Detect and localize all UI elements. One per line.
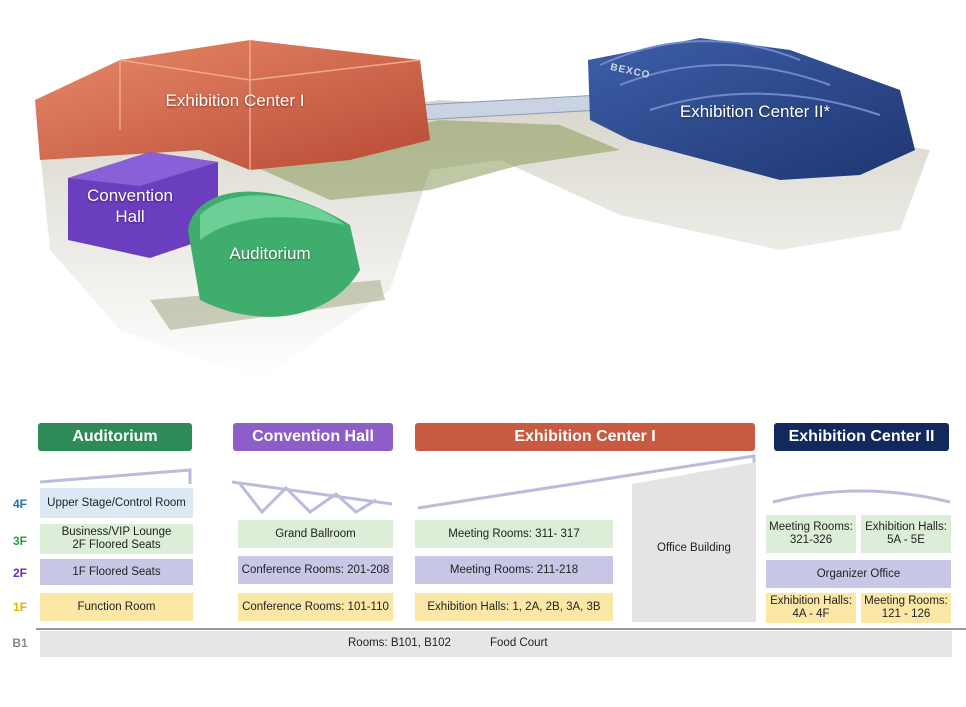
ec2-roof-arcs xyxy=(599,40,881,116)
b1-floor xyxy=(40,631,952,657)
convention-3f: Grand Ballroom xyxy=(238,520,393,548)
map-label-ec1: Exhibition Center I xyxy=(165,91,305,110)
ec2-3f-exhibition-halls: Exhibition Halls: 5A - 5E xyxy=(861,515,951,553)
convention-top xyxy=(68,152,218,186)
ec2-building xyxy=(588,38,915,180)
auditorium-4f: Upper Stage/Control Room xyxy=(40,488,193,518)
ec1-2f: Meeting Rooms: 211-218 xyxy=(415,556,613,584)
ec2-1f-right-line1: Meeting Rooms: xyxy=(864,595,948,607)
floor-label-b1: B1 xyxy=(12,636,28,650)
ec2-3f-meeting-rooms: Meeting Rooms: 321-326 xyxy=(766,515,856,553)
ec2-1f-exhibition-halls: Exhibition Halls: 4A - 4F xyxy=(766,593,856,623)
map-label-auditorium: Auditorium xyxy=(229,244,311,263)
auditorium-3f-line1: Business/VIP Lounge xyxy=(61,526,172,538)
ec2-3f-right-line1: Exhibition Halls: xyxy=(865,521,947,533)
ec2-3f-left-line1: Meeting Rooms: xyxy=(769,521,853,533)
auditorium-2f: 1F Floored Seats xyxy=(40,559,193,585)
map-label-convention: Convention Hall xyxy=(80,185,180,227)
floor-label-4f: 4F xyxy=(12,497,27,511)
ec2-3f-left-line2: 321-326 xyxy=(789,534,833,546)
auditorium-1f: Function Room xyxy=(40,593,193,621)
header-convention-hall: Convention Hall xyxy=(233,423,393,451)
ec1-office-building: Office Building xyxy=(657,541,731,554)
ec2-3f-right-line2: 5A - 5E xyxy=(887,534,925,546)
auditorium-3f-line2: 2F Floored Seats xyxy=(72,539,161,551)
ec1-3f: Meeting Rooms: 311- 317 xyxy=(415,520,613,548)
map-label-convention-line2: Hall xyxy=(115,207,145,226)
convention-2f: Conference Rooms: 201-208 xyxy=(238,556,393,584)
auditorium-roof xyxy=(39,468,192,484)
ec2-1f-left-line2: 4A - 4F xyxy=(792,608,830,620)
office-building-shape xyxy=(632,462,756,622)
floor-label-3f: 3F xyxy=(12,534,27,548)
b1-food-court: Food Court xyxy=(490,637,548,649)
ec2-1f-right-line2: 121 - 126 xyxy=(881,608,931,620)
ec1-1f: Exhibition Halls: 1, 2A, 2B, 3A, 3B xyxy=(415,593,613,621)
auditorium-top xyxy=(200,195,345,240)
map-label-ec2: Exhibition Center II* xyxy=(679,102,831,121)
ec1-roof-lines xyxy=(119,40,421,170)
floor-label-2f: 2F xyxy=(12,566,27,580)
ec2-roof xyxy=(772,489,951,504)
convention-roof-truss xyxy=(231,480,393,515)
b1-rooms: Rooms: B101, B102 xyxy=(348,637,451,649)
bexco-map xyxy=(35,38,930,380)
map-label-convention-line1: Convention xyxy=(86,186,173,205)
ec2-2f: Organizer Office xyxy=(766,560,951,588)
ec2-1f-meeting-rooms: Meeting Rooms: 121 - 126 xyxy=(861,593,951,623)
header-exhibition-center-2: Exhibition Center II xyxy=(774,423,949,451)
ec2-1f-left-line1: Exhibition Halls: xyxy=(770,595,852,607)
plaza-green xyxy=(240,120,620,200)
convention-1f: Conference Rooms: 101-110 xyxy=(238,593,393,621)
header-exhibition-center-1: Exhibition Center I xyxy=(415,423,755,451)
floor-label-1f: 1F xyxy=(12,600,27,614)
ground-line xyxy=(36,628,966,630)
auditorium-3f: Business/VIP Lounge 2F Floored Seats xyxy=(40,524,193,554)
ec1-building xyxy=(35,40,430,170)
header-auditorium: Auditorium xyxy=(38,423,192,451)
